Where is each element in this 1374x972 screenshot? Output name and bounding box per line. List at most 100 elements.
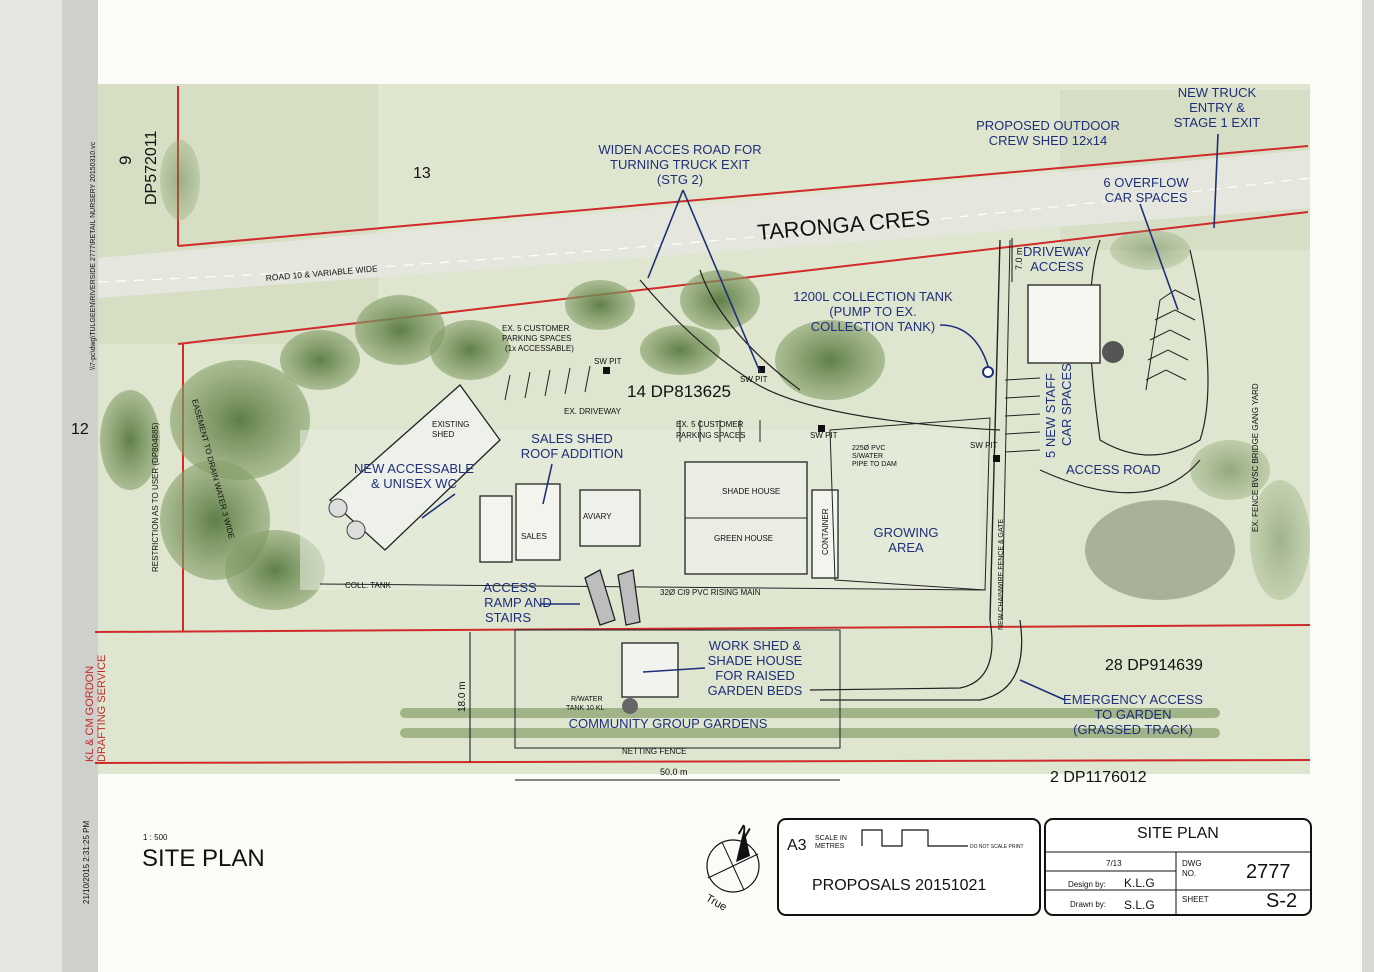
overflow-car-spaces xyxy=(1145,289,1196,391)
compass-true: True xyxy=(704,892,729,914)
print-date: 21/10/2015 2:31:25 PM xyxy=(82,820,91,904)
widen-text-1: WIDEN ACCES ROAD FOR xyxy=(598,142,761,157)
scale-in-1: SCALE IN xyxy=(815,835,847,842)
lot-9: 9 xyxy=(116,156,135,165)
cust-parking-3: (1x ACCESSABLE) xyxy=(505,344,574,353)
scale-bar xyxy=(861,829,968,847)
dimension-lines xyxy=(469,238,1013,781)
do-not-scale: DO NOT SCALE PRINT xyxy=(970,844,1024,850)
restriction-label: RESTRICTION AS TO USER (DP804885) xyxy=(151,422,160,572)
dwg-number: 2777 xyxy=(1246,861,1291,883)
sw-pit-3 xyxy=(818,425,825,432)
crew-text-2: CREW SHED 12x14 xyxy=(989,133,1107,148)
overflow-text-2: CAR SPACES xyxy=(1105,190,1188,205)
crew-shed-tank xyxy=(1102,341,1124,363)
lot-2: 2 DP1176012 xyxy=(1050,769,1147,786)
truck-text-2: ENTRY & xyxy=(1189,100,1245,115)
tank-text-3: COLLECTION TANK) xyxy=(811,319,935,334)
existing-shed-2: SHED xyxy=(432,430,454,439)
compass-n: N xyxy=(735,822,753,842)
binding-shadow xyxy=(62,0,98,972)
paper-size: A3 xyxy=(787,837,807,854)
north-compass: N True xyxy=(704,822,760,914)
dam-pond xyxy=(1085,500,1235,600)
lot-28: 28 DP914639 xyxy=(1105,657,1203,674)
scale-ratio: 1 : 500 xyxy=(143,833,168,842)
design-by-label: Design by: xyxy=(1068,880,1106,889)
sw-pit-label-4: SW PIT xyxy=(970,441,998,450)
dim-7: 7.0 m xyxy=(1014,247,1024,270)
netting-fence xyxy=(514,629,841,749)
ramp-text-3: STAIRS xyxy=(485,610,531,625)
netting-fence-label: NETTING FENCE xyxy=(622,747,686,756)
sales-roof-text-1: SALES SHED xyxy=(531,431,613,446)
container-label: CONTAINER xyxy=(821,508,830,555)
sw-pit-label-2: SW PIT xyxy=(740,375,768,384)
widen-text-2: TURNING TRUCK EXIT xyxy=(610,157,750,172)
tank-text-1: 1200L COLLECTION TANK xyxy=(793,289,953,304)
existing-tank-1 xyxy=(328,498,348,518)
sw-pit-1 xyxy=(603,367,610,374)
ramp-text-1: ACCESS xyxy=(483,580,537,595)
pvc-pipe-1: 225Ø PVC xyxy=(852,445,885,452)
ex-cust-1: EX. 5 CUSTOMER xyxy=(676,420,744,429)
ex-driveway: EX. DRIVEWAY xyxy=(564,407,622,416)
drawn-by-label: Drawn by: xyxy=(1070,900,1106,909)
ramp-text-2: RAMP AND xyxy=(484,595,552,610)
growing-text-1: GROWING xyxy=(874,525,939,540)
shade-house: SHADE HOUSE xyxy=(722,487,780,496)
emergency-text-1: EMERGENCY ACCESS xyxy=(1063,692,1203,707)
sales: SALES xyxy=(521,532,547,541)
sheet-label: SHEET xyxy=(1182,895,1209,904)
collection-tank-marker xyxy=(982,366,994,378)
title-block-grid xyxy=(1045,851,1311,915)
overflow-text-1: 6 OVERFLOW xyxy=(1103,175,1189,190)
lot-14: 14 DP813625 xyxy=(627,382,731,401)
drawn-by: S.L.G xyxy=(1124,898,1155,912)
leader-arrows xyxy=(421,133,1219,701)
sheet-number: S-2 xyxy=(1266,890,1297,912)
drafting-service-1: KL & CM GORDON xyxy=(84,666,96,762)
workshed-text-2: SHADE HOUSE xyxy=(708,653,803,668)
dwg-label-2: NO. xyxy=(1182,869,1196,878)
staff-text-1: 5 NEW STAFF xyxy=(1043,373,1058,458)
growing-text-2: AREA xyxy=(888,540,924,555)
workshed-text-3: FOR RAISED xyxy=(715,668,794,683)
proposals: PROPOSALS 20151021 xyxy=(812,877,986,894)
green-house: GREEN HOUSE xyxy=(714,534,773,543)
right-edge xyxy=(1362,0,1374,972)
existing-shed-1: EXISTING xyxy=(432,420,469,429)
wc-text-1: NEW ACCESSABLE xyxy=(354,461,474,476)
cust-parking-1: EX. 5 CUSTOMER xyxy=(502,324,570,333)
staff-text-2: CAR SPACES xyxy=(1059,363,1074,446)
file-path: \\7-pc\dwg\TULGEEN\RIVERSIDE 2777\RETAIL… xyxy=(90,141,97,370)
scale-box xyxy=(777,818,1041,916)
emergency-text-3: (GRASSED TRACK) xyxy=(1073,722,1193,737)
drawing-title: SITE PLAN xyxy=(142,845,265,872)
lot-9-dp: DP572011 xyxy=(143,130,160,205)
title-block-title: SITE PLAN xyxy=(1137,825,1219,842)
rwater-2: TANK 10 KL xyxy=(566,705,604,712)
sw-pit-2 xyxy=(758,366,765,373)
community-text: COMMUNITY GROUP GARDENS xyxy=(569,716,768,731)
chainwire-label: NEW CHAINWIRE FENCE & GATE xyxy=(998,519,1005,630)
emergency-text-2: TO GARDEN xyxy=(1094,707,1171,722)
widen-text-3: (STG 2) xyxy=(657,172,703,187)
wc-text-2: & UNISEX WC xyxy=(371,476,457,491)
sw-pit-4 xyxy=(993,455,1000,462)
lot-12: 12 xyxy=(71,421,89,438)
truck-text-1: NEW TRUCK xyxy=(1178,85,1257,100)
rwater-1: R/WATER xyxy=(571,696,603,703)
dim-50: 50.0 m xyxy=(660,767,688,777)
title-block xyxy=(1044,818,1312,916)
access-road-label: ACCESS ROAD xyxy=(1066,462,1161,477)
rising-main-line xyxy=(319,583,986,591)
crew-text-1: PROPOSED OUTDOOR xyxy=(976,118,1120,133)
cust-parking-2: PARKING SPACES xyxy=(502,334,572,343)
growing-area-outline xyxy=(829,417,991,591)
staff-car-spaces xyxy=(1004,377,1041,453)
lot-13: 13 xyxy=(413,165,431,182)
customer-parking-bays xyxy=(504,365,761,442)
coll-tank: COLL. TANK xyxy=(345,581,392,590)
design-by: K.L.G xyxy=(1124,876,1155,890)
